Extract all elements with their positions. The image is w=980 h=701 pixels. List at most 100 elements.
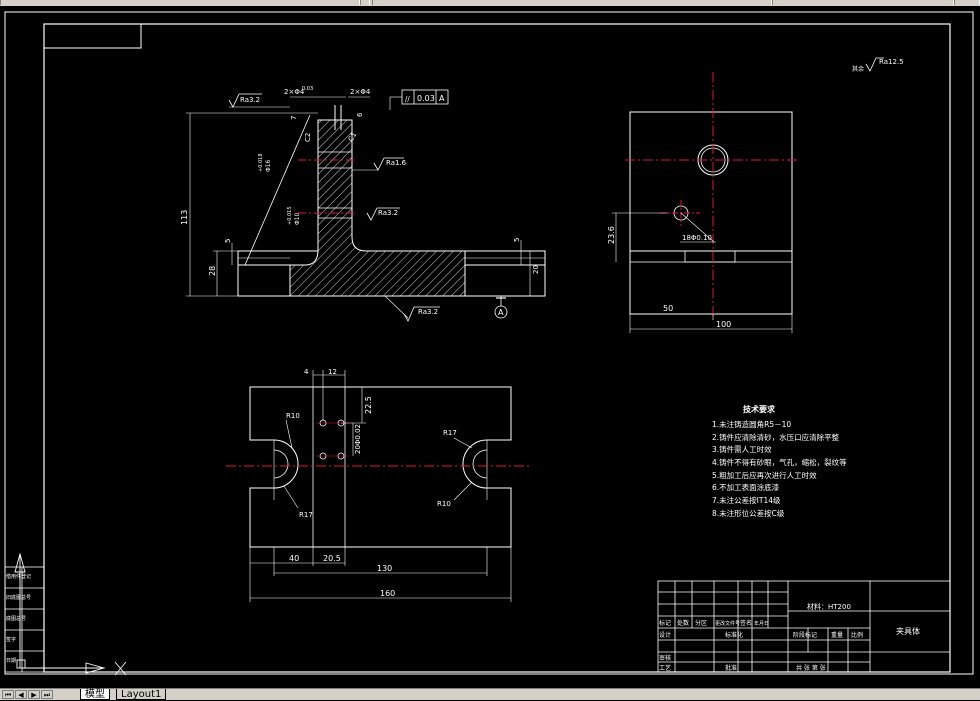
- svg-text:3.铸件需人工时效: 3.铸件需人工时效: [712, 444, 772, 454]
- toolbar-segment: [0, 0, 360, 5]
- svg-text:借用件登记: 借用件登记: [6, 573, 31, 580]
- top-left-box: [43, 23, 142, 49]
- svg-text:100: 100: [716, 320, 731, 329]
- svg-text:标记: 标记: [659, 619, 671, 627]
- svg-text:A: A: [439, 94, 445, 103]
- roughness-1: Ra3.2: [228, 93, 290, 108]
- toolbar-segment: [360, 0, 370, 5]
- svg-text:5.粗加工后应再次进行人工时效: 5.粗加工后应再次进行人工时效: [712, 470, 817, 480]
- svg-text:夹具体: 夹具体: [896, 626, 920, 636]
- svg-text:重量: 重量: [831, 631, 843, 639]
- layout-tab-bar: ⏮ ◀ ▶ ⏭ 模型 Layout1: [0, 688, 980, 700]
- svg-text:+0.018: +0.018: [258, 153, 264, 172]
- svg-text:113: 113: [180, 210, 189, 225]
- svg-text:Ra3.2: Ra3.2: [378, 209, 398, 217]
- svg-text:Ra12.5: Ra12.5: [879, 58, 904, 66]
- svg-text:0.03: 0.03: [302, 86, 313, 92]
- global-roughness: 其余 Ra12.5: [852, 57, 904, 73]
- svg-text:23.6: 23.6: [607, 226, 616, 244]
- svg-text:2.铸件应清除清砂，水压口应清除平整: 2.铸件应清除清砂，水压口应清除平整: [712, 432, 840, 442]
- svg-text:28: 28: [208, 266, 217, 276]
- svg-text:日期: 日期: [6, 658, 16, 664]
- svg-text:1.未注铸造圆角R5－10: 1.未注铸造圆角R5－10: [712, 419, 791, 429]
- tab-layout1[interactable]: Layout1: [116, 689, 167, 700]
- top-view: 4 12 22.5 20Φ0.02 R10 R17 R17 R10 40 20.…: [226, 368, 530, 602]
- svg-text:160: 160: [380, 589, 395, 598]
- svg-text:0.03: 0.03: [417, 94, 435, 103]
- svg-text:40: 40: [289, 554, 299, 563]
- outer-frame: [4, 11, 974, 675]
- toolbar-segment: [954, 0, 980, 5]
- svg-text:Ra3.2: Ra3.2: [418, 308, 438, 316]
- svg-text:年月日: 年月日: [754, 620, 769, 627]
- next-tab-button[interactable]: ▶: [28, 690, 40, 699]
- svg-text:5: 5: [513, 238, 521, 242]
- svg-text:A: A: [498, 308, 504, 317]
- svg-text:6: 6: [356, 112, 364, 117]
- svg-text:7: 7: [290, 116, 298, 120]
- svg-text:R17: R17: [443, 429, 457, 437]
- svg-text://: //: [405, 95, 410, 103]
- front-view: 113 28 5 5 20 2×Φ4 0.03 2×Φ4 7 6 C2 C1 Φ…: [180, 86, 546, 322]
- svg-text:2×Φ4: 2×Φ4: [284, 88, 305, 96]
- svg-text:8.未注形位公差按C级: 8.未注形位公差按C级: [712, 508, 785, 518]
- prev-tab-button[interactable]: ◀: [15, 690, 27, 699]
- svg-text:更改文件号: 更改文件号: [715, 620, 740, 627]
- svg-text:5: 5: [224, 239, 232, 243]
- side-view: 23.6 18Φ0.10 50 100: [607, 72, 800, 333]
- svg-text:20Φ0.02: 20Φ0.02: [354, 424, 362, 454]
- svg-text:C2: C2: [304, 133, 312, 142]
- svg-text:R10: R10: [437, 500, 451, 508]
- svg-text:C1: C1: [347, 131, 359, 143]
- roughness-2: Ra1.6: [352, 157, 407, 171]
- svg-text:底图总号: 底图总号: [6, 615, 26, 622]
- svg-text:批准: 批准: [725, 664, 737, 672]
- svg-text:R10: R10: [286, 412, 300, 420]
- svg-text:+0.015: +0.015: [287, 206, 293, 225]
- svg-text:130: 130: [377, 564, 392, 573]
- svg-text:18Φ0.10: 18Φ0.10: [682, 234, 712, 242]
- svg-text:其余: 其余: [852, 65, 864, 73]
- svg-text:Ra3.2: Ra3.2: [240, 96, 260, 104]
- tab-model[interactable]: 模型: [80, 689, 110, 700]
- svg-text:签名: 签名: [740, 619, 752, 627]
- svg-text:Φ16: Φ16: [265, 159, 272, 172]
- svg-text:20.5: 20.5: [323, 554, 341, 563]
- svg-text:7.未注公差按IT14级: 7.未注公差按IT14级: [712, 495, 781, 505]
- roughness-3: Ra3.2: [366, 207, 400, 221]
- svg-text:4.铸件不得有砂眼，气孔，缩松，裂纹等: 4.铸件不得有砂眼，气孔，缩松，裂纹等: [712, 457, 847, 467]
- title-block-text: 材料：HT200 夹具体 标记 处数 分区 更改文件号 签名 年月日 设计 标准…: [659, 602, 920, 672]
- svg-text:12: 12: [328, 368, 337, 376]
- svg-text:R17: R17: [299, 511, 313, 519]
- svg-text:材料：HT200: 材料：HT200: [807, 602, 851, 611]
- svg-text:阶段标记: 阶段标记: [793, 631, 817, 639]
- last-tab-button[interactable]: ⏭: [41, 690, 53, 699]
- svg-text:2×Φ4: 2×Φ4: [350, 88, 371, 96]
- svg-text:6.不加工表面涂底漆: 6.不加工表面涂底漆: [712, 482, 780, 492]
- svg-text:审核: 审核: [659, 654, 671, 662]
- roughness-4: Ra3.2: [384, 295, 440, 322]
- svg-text:共 张 第 张: 共 张 第 张: [796, 664, 826, 672]
- svg-text:旧底图总号: 旧底图总号: [6, 594, 31, 601]
- svg-text:Ra1.6: Ra1.6: [386, 159, 407, 167]
- svg-text:工艺: 工艺: [659, 664, 671, 672]
- svg-text:技术要求: 技术要求: [743, 404, 776, 414]
- drawing-canvas[interactable]: 其余 Ra12.5 113 28: [0, 6, 980, 688]
- toolbar-segment: [372, 0, 772, 5]
- svg-text:20: 20: [532, 265, 540, 274]
- svg-text:标准化: 标准化: [725, 631, 743, 639]
- tolerance-frame: // 0.03 A: [389, 89, 449, 110]
- svg-text:处数: 处数: [677, 619, 689, 627]
- toolbar-segment: [772, 0, 954, 5]
- datum-a: A: [494, 296, 508, 319]
- svg-text:设计: 设计: [659, 631, 671, 639]
- svg-text:22.5: 22.5: [364, 396, 373, 414]
- svg-text:比例: 比例: [851, 631, 863, 639]
- svg-text:50: 50: [663, 304, 673, 313]
- first-tab-button[interactable]: ⏮: [2, 690, 14, 699]
- technical-notes: 技术要求 1.未注铸造圆角R5－10 2.铸件应清除清砂，水压口应清除平整 3.…: [712, 404, 847, 518]
- left-binding-strip: [4, 566, 45, 673]
- ucs-icon: [14, 552, 127, 676]
- left-strip-text: 借用件登记 旧底图总号 底图总号 签字 日期: [6, 573, 31, 664]
- svg-text:签字: 签字: [6, 636, 16, 643]
